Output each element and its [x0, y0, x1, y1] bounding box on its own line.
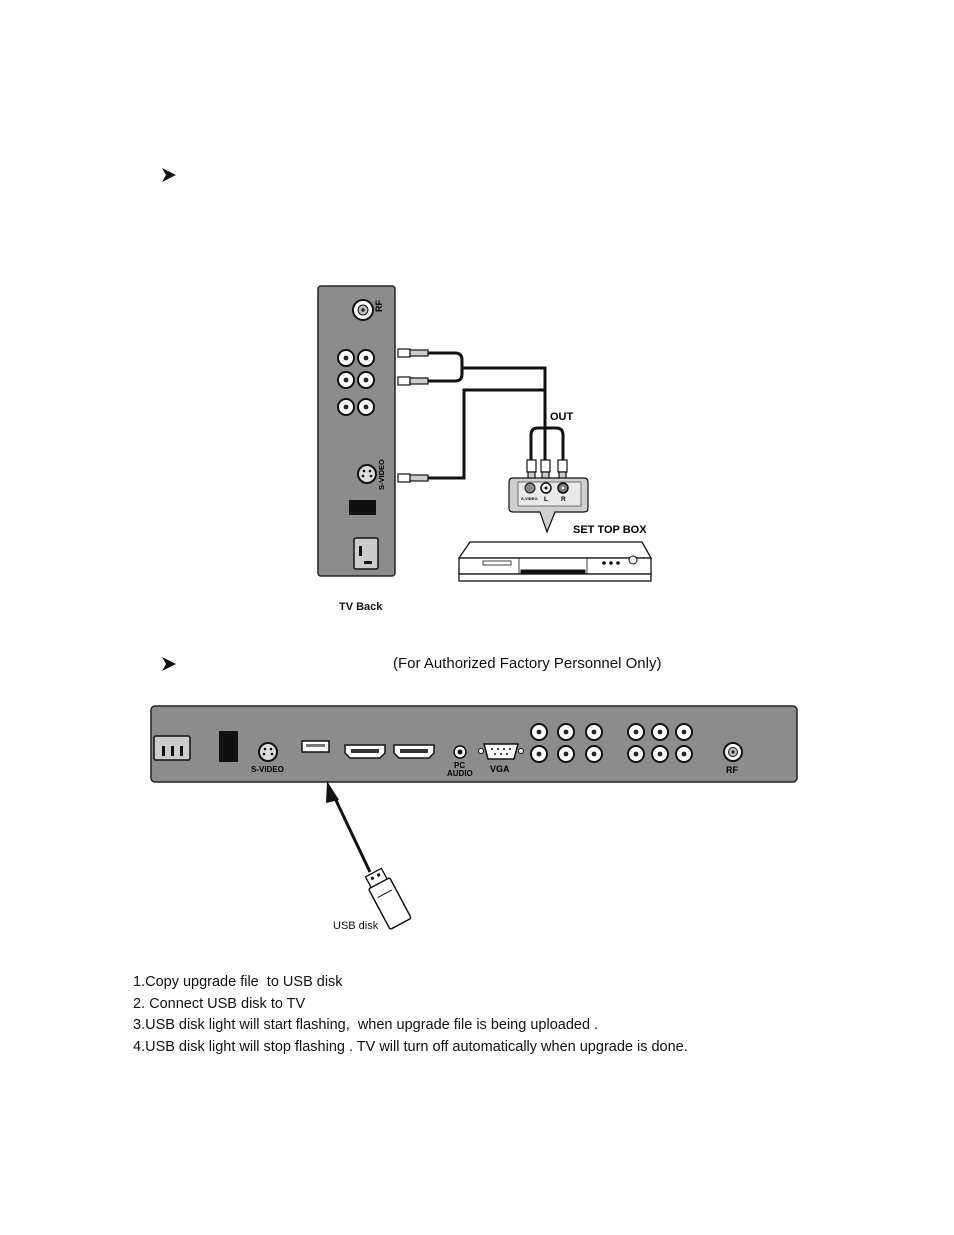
panel-svideo-label: S-VIDEO	[377, 459, 386, 490]
pc-audio-jack	[453, 745, 467, 759]
insert-arrow	[326, 781, 372, 873]
usb-upgrade-diagram: S-VIDEO PC AUDIO VGA	[150, 705, 798, 930]
set-top-box-connection-diagram: RF S-VIDEO OUT	[317, 285, 653, 582]
tv-back-caption: TV Back	[339, 601, 383, 613]
out-label: OUT	[550, 411, 574, 423]
stb-l-label: L	[544, 496, 548, 503]
power-socket	[353, 537, 379, 570]
stb-r-label: R	[561, 496, 566, 503]
panel-pc-label: PC	[454, 761, 465, 770]
upgrade-steps-list: 1.Copy upgrade file to USB disk 2. Conne…	[133, 972, 688, 1058]
step-item: 1.Copy upgrade file to USB disk	[133, 974, 343, 990]
stb-plugs	[526, 459, 568, 481]
vga-connector	[478, 743, 524, 760]
stb-jack-panel	[508, 477, 589, 534]
authorized-personnel-note: (For Authorized Factory Personnel Only)	[393, 655, 662, 672]
hdmi-port-2	[393, 744, 435, 759]
hdmi-port-1	[344, 744, 386, 759]
step-item: 2. Connect USB disk to TV	[133, 995, 306, 1012]
tv-back-panel	[317, 285, 396, 577]
tv-rear-panel	[150, 705, 798, 783]
panel-svideo-label: S-VIDEO	[251, 765, 284, 774]
panel-audio-label: AUDIO	[447, 769, 473, 778]
rf-connector	[723, 742, 743, 762]
svideo-connector	[258, 742, 278, 762]
set-top-box-label: SET TOP BOX	[573, 524, 647, 536]
usb-disk[interactable]	[363, 867, 412, 930]
bullet-arrow-1	[160, 166, 178, 187]
stb-svideo-label: S-VIDEO	[521, 496, 537, 501]
svideo-connector	[357, 464, 377, 484]
power-socket	[153, 735, 191, 761]
panel-black-block	[349, 500, 376, 515]
step-item: 3.USB disk light will start flashing, wh…	[133, 1017, 599, 1033]
rf-connector	[352, 299, 374, 321]
panel-rf-label: RF	[726, 765, 738, 775]
rca-jack-grid	[337, 349, 375, 416]
arrowhead-bullet-icon	[162, 168, 176, 182]
usb-disk-label: USB disk	[333, 920, 379, 932]
panel-rf-label: RF	[374, 300, 384, 312]
panel-black-block	[219, 731, 238, 762]
step-item: 4.USB disk light will stop flashing . TV…	[133, 1038, 688, 1055]
set-top-box-device	[457, 541, 653, 582]
usb-port[interactable]	[301, 740, 330, 753]
rca-plug-top	[397, 348, 429, 483]
bullet-arrow-2	[160, 655, 178, 676]
panel-vga-label: VGA	[490, 764, 510, 774]
arrowhead-bullet-icon	[162, 657, 176, 671]
